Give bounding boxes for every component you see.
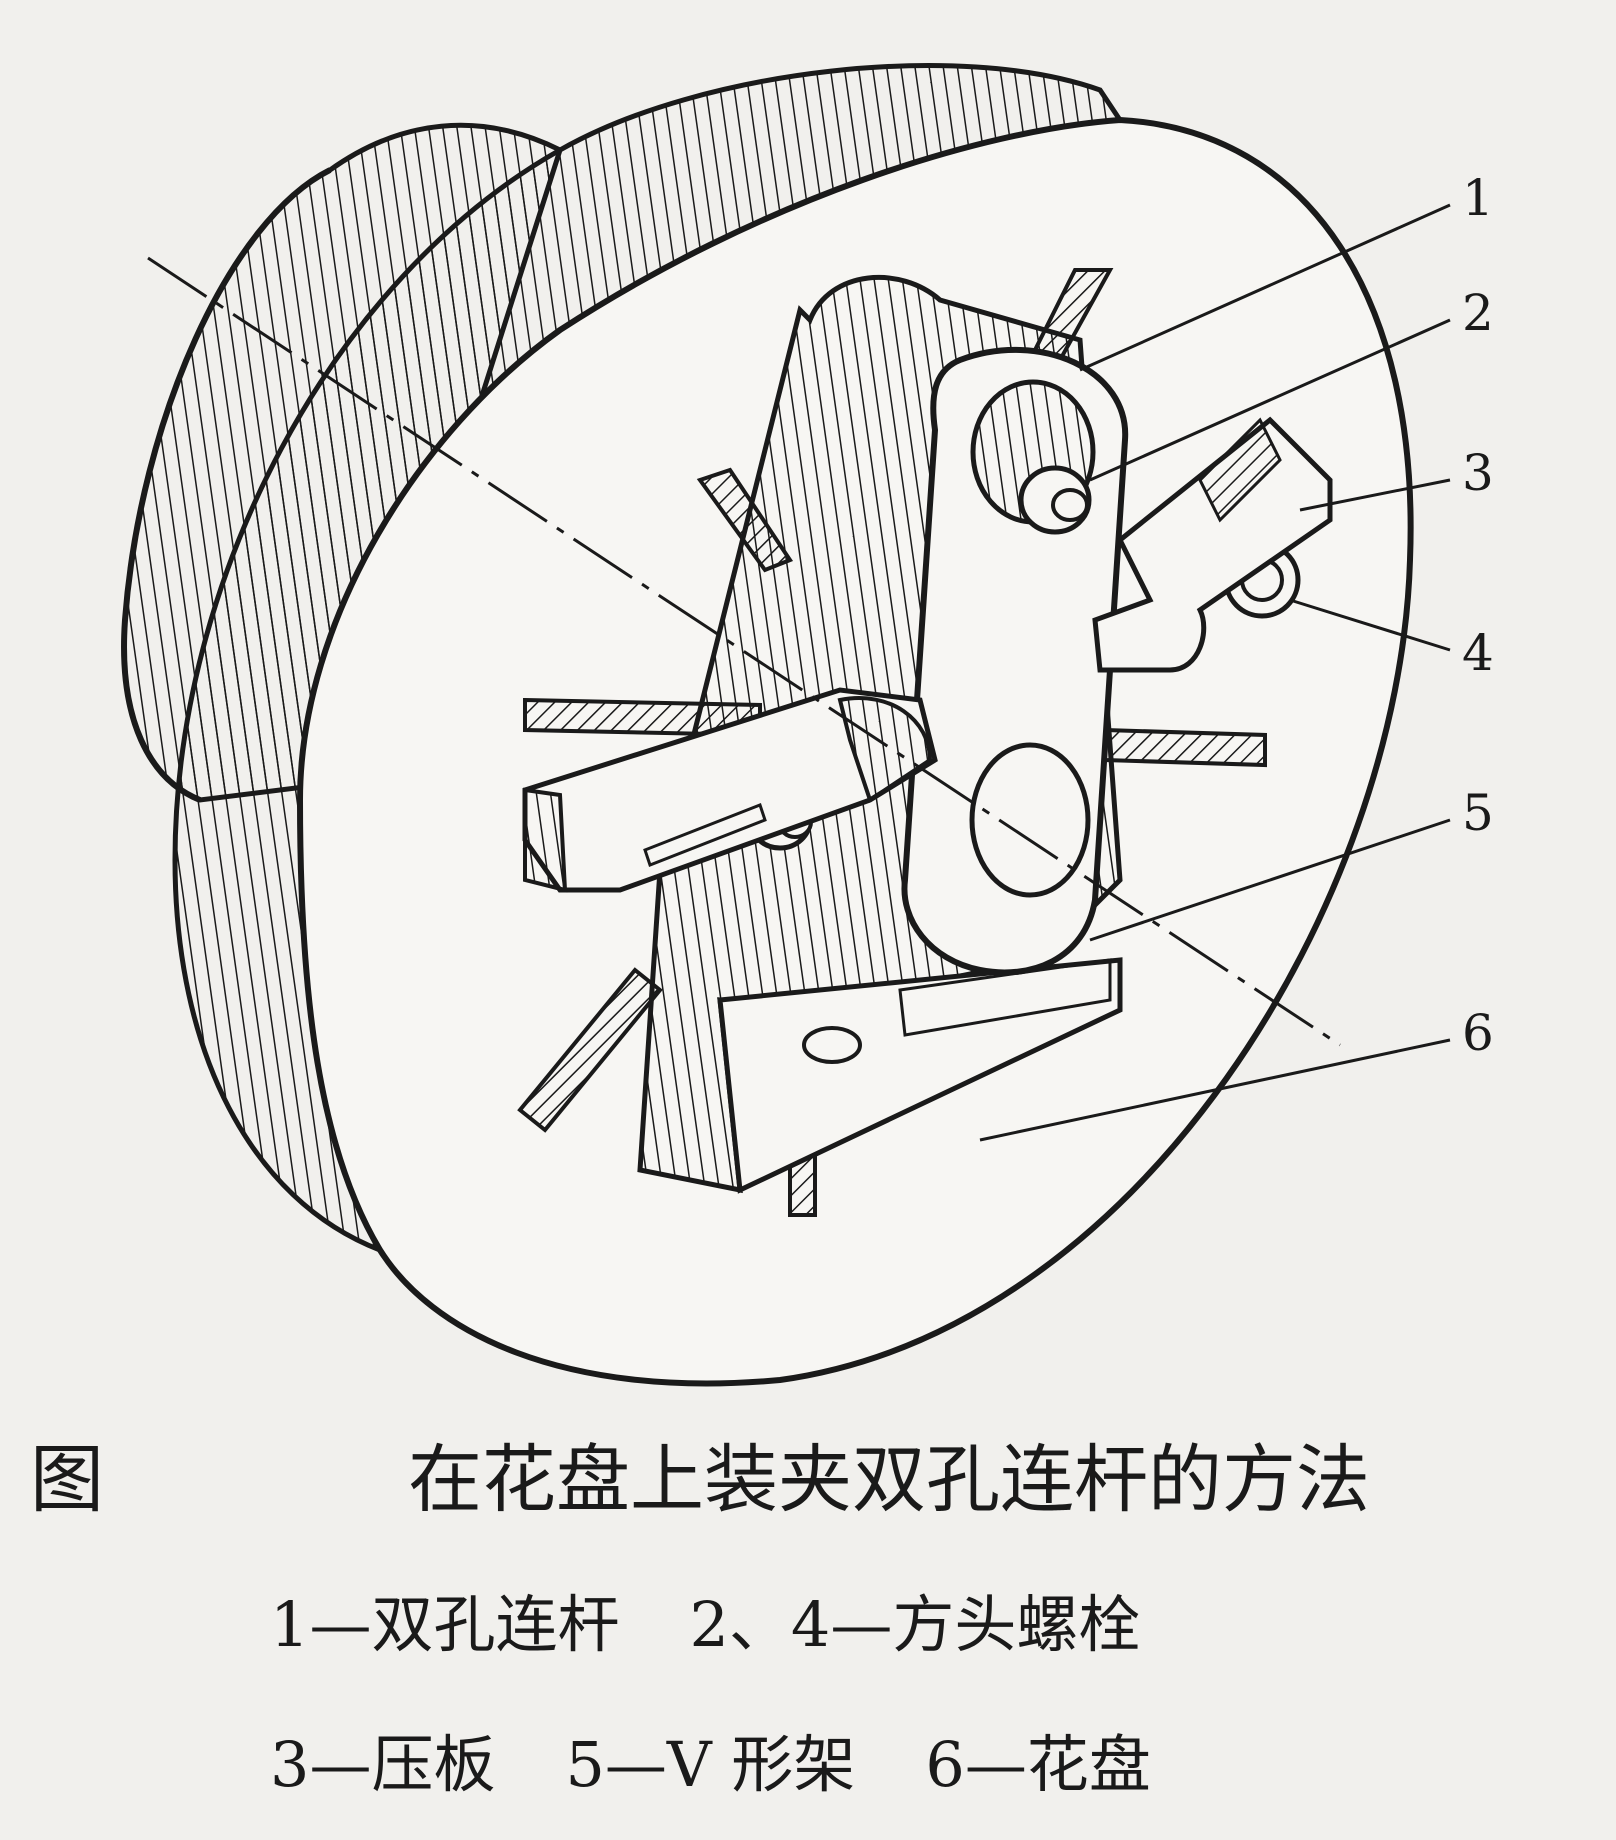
caption-prefix: 图 xyxy=(30,1437,104,1523)
bolt-2 xyxy=(1018,465,1092,535)
clamp-plate-upper xyxy=(1092,416,1333,673)
caption-title: 在花盘上装夹双孔连杆的方法 xyxy=(408,1437,1370,1523)
clamp-plate-lower xyxy=(522,687,938,893)
connecting-rod xyxy=(901,347,1129,976)
legend-item: 2、4—方头螺栓 xyxy=(689,1588,1141,1661)
legend-item: 1—双孔连杆 xyxy=(270,1588,620,1661)
callout-4: 4 xyxy=(1462,624,1494,682)
callout-1: 1 xyxy=(1462,169,1494,227)
figure-caption: 图 在花盘上装夹双孔连杆的方法 xyxy=(30,1440,1590,1520)
legend-line-1: 1—双孔连杆 2、4—方头螺栓 xyxy=(270,1590,1590,1660)
legend-item: 6—花盘 xyxy=(925,1728,1151,1801)
callout-6: 6 xyxy=(1462,1004,1494,1062)
legend-item: 3—压板 xyxy=(270,1728,496,1801)
legend-line-2: 3—压板 5—V 形架 6—花盘 xyxy=(270,1730,1590,1800)
legend-item: 5—V 形架 xyxy=(565,1728,856,1801)
faceplate-diagram: 1 2 3 4 5 6 xyxy=(121,63,1494,1387)
callout-2: 2 xyxy=(1462,284,1494,342)
centre-axis xyxy=(147,256,1341,1047)
leader-lines xyxy=(979,203,1451,1142)
callout-5: 5 xyxy=(1462,784,1494,842)
callout-3: 3 xyxy=(1462,444,1494,502)
